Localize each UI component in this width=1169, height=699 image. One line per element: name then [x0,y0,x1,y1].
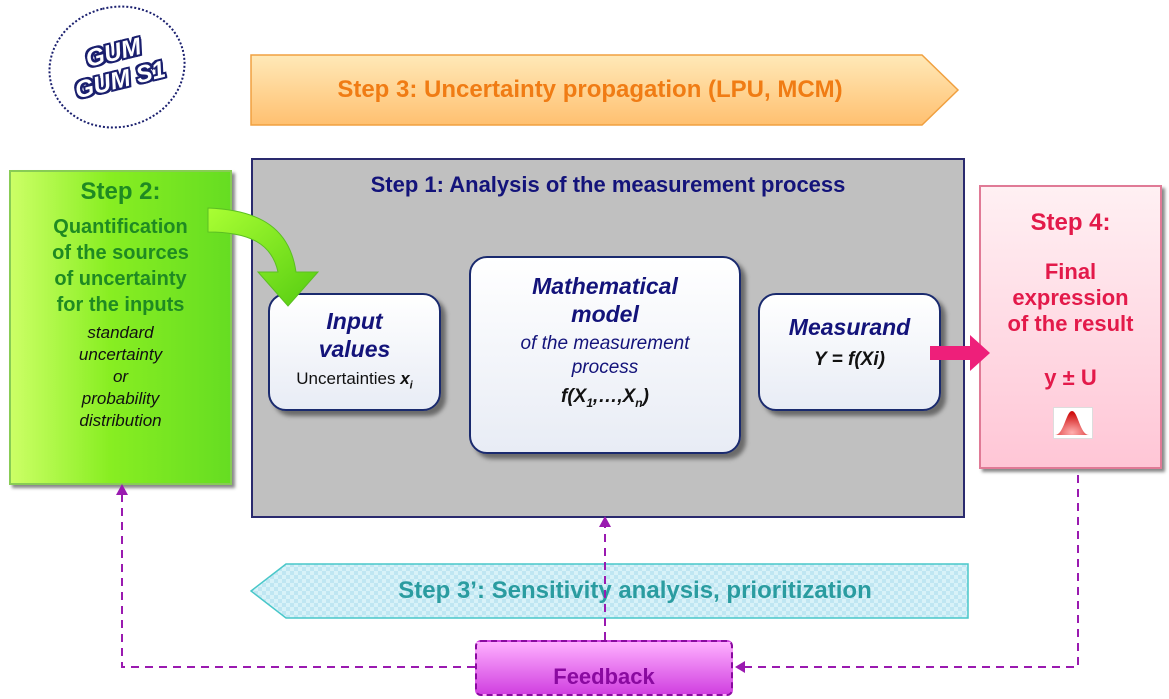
model-formula-idx1: 1 [586,395,594,410]
model-formula-mid: ,…,X [593,386,636,407]
input-values-sub: Uncertainties xi [270,369,439,391]
model-sub-1: of the measurement [520,333,690,354]
feedback-line-right [743,475,1079,668]
pink-arrow [930,335,990,371]
measurand-box: Measurand Y = f(Xi) [758,293,941,411]
step3p-label: Step 3’: Sensitivity analysis, prioritiz… [398,577,872,604]
input-values-sub-text: Uncertainties [296,369,401,388]
feedback-arrowhead-left [116,484,128,495]
step1-title: Step 1: Analysis of the measurement proc… [370,172,846,197]
step2-body-line: Quantification [53,216,188,238]
step3-arrow [250,54,960,126]
step4-result: y ± U [1044,365,1097,390]
measurand-formula: Y = f(Xi) [814,349,885,370]
step2-box: Step 2: Quantification of the sources of… [9,170,232,485]
feedback-arrowhead-up [599,516,611,527]
step4-box: Step 4: Final expression of the result y… [979,185,1162,469]
step3p-arrow [250,563,969,619]
feedback-box: Feedback [475,640,733,696]
model-formula: f(X1,…,Xn) [471,386,739,410]
input-values-sub-var: x [400,369,410,388]
feedback-line-left [121,493,475,668]
input-values-sub-idx: i [409,379,413,392]
step2-detail-line: distribution [79,411,162,430]
step2-title: Step 2: [80,178,161,205]
step4-body-line: expression [1012,285,1129,310]
green-curved-arrow [207,207,320,307]
step4-body-line: Final [1044,259,1097,284]
step2-detail-line: probability [81,389,160,408]
input-values-title-2: values [318,336,391,362]
step2-body: Quantification of the sources of uncerta… [11,214,230,318]
step4-title: Step 4: [1030,209,1111,236]
model-formula-close: ) [642,386,649,407]
model-formula-idxn: n [635,395,643,410]
model-formula-open: f(X [561,386,587,407]
model-title-2: model [571,301,639,327]
bell-curve-icon [1053,407,1093,439]
step2-detail: standard uncertainty or probability dist… [11,322,230,432]
input-values-box: Input values Uncertainties xi [268,293,441,411]
feedback-label: Feedback [553,664,655,689]
step2-body-line: for the inputs [56,294,185,316]
step4-body: Final expression of the result [981,259,1160,337]
step2-detail-line: standard [87,323,154,342]
step2-body-line: of uncertainty [54,268,187,290]
step2-detail-line: uncertainty [78,345,163,364]
feedback-arrowhead-right [735,661,745,673]
step2-body-line: of the sources [52,242,189,264]
model-sub-2: process [571,357,639,378]
step3-label: Step 3: Uncertainty propagation (LPU, MC… [337,76,843,103]
mathematical-model-box: Mathematical model of the measurement pr… [469,256,741,454]
model-title-1: Mathematical [532,273,678,299]
input-values-title-1: Input [326,308,383,334]
step4-body-line: of the result [1007,311,1134,336]
step2-detail-line: or [112,367,129,386]
measurand-title: Measurand [788,314,911,340]
